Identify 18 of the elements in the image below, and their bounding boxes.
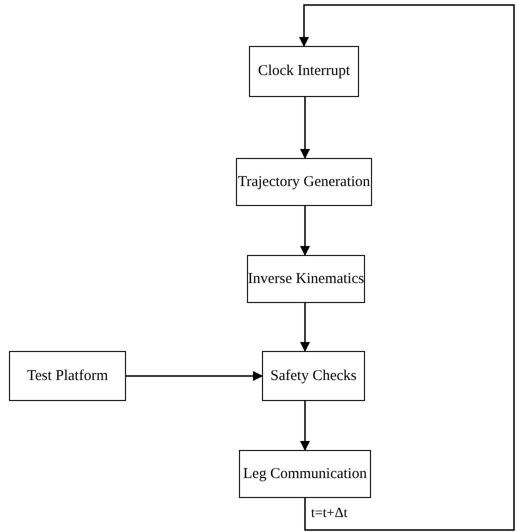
box-label: Trajectory Generation [238, 174, 370, 190]
process-box [262, 351, 365, 401]
arrow [300, 401, 310, 451]
process-box [247, 255, 365, 303]
box-label: Clock Interrupt [258, 63, 350, 80]
arrow [126, 371, 263, 381]
box-label: Test Platform [26, 368, 108, 384]
process-box [9, 351, 126, 401]
arrow [299, 4, 515, 531]
arrow [300, 206, 310, 256]
arrow [300, 97, 310, 159]
process-box [239, 450, 371, 498]
arrow [300, 303, 310, 352]
box-label: Safety Checks [270, 368, 357, 384]
process-box [249, 46, 359, 97]
box-label: Inverse Kinematics [248, 270, 364, 288]
box-label: Leg Communication [243, 466, 367, 482]
process-box [236, 158, 372, 206]
